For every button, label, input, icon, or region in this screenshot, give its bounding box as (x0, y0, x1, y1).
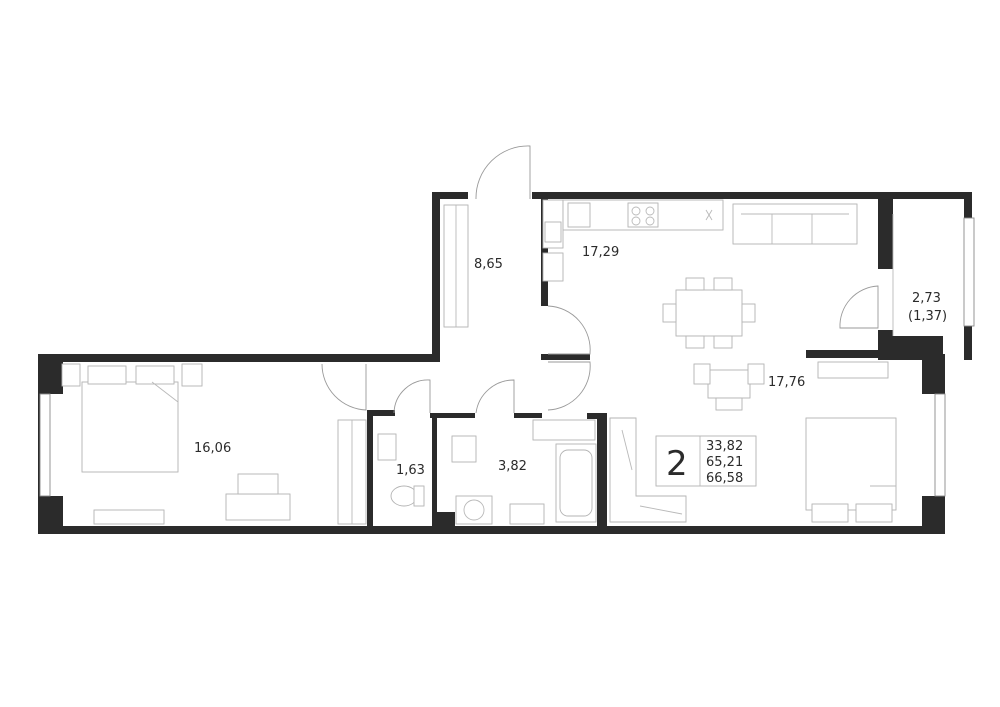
bath-cabinet (509, 503, 545, 525)
bathroom-area: 3,82 (498, 459, 527, 474)
bedroom-bed (81, 381, 179, 473)
balcony-reduced-area: (1,37) (908, 309, 947, 324)
room-count: 2 (666, 444, 688, 484)
kitchen-door (547, 305, 591, 355)
total-area-with-balcony: 66,58 (706, 471, 743, 486)
furniture (61, 199, 897, 525)
entrance-door (475, 145, 531, 200)
washing-machine (455, 495, 493, 525)
bedroom-area: 16,06 (194, 441, 231, 456)
toilet (390, 485, 418, 507)
window-bedroom (39, 393, 51, 497)
bath-shelves (532, 419, 596, 441)
window-living (934, 393, 946, 497)
bedroom-door (321, 363, 367, 411)
wc-area: 1,63 (396, 463, 425, 478)
living-area-total: 33,82 (706, 439, 743, 454)
window-balcony (963, 217, 975, 327)
total-area: 65,21 (706, 455, 743, 470)
wc-door (393, 379, 431, 414)
living-area: 17,76 (768, 375, 805, 390)
doors (321, 145, 879, 414)
living-door (547, 361, 591, 411)
living-tv-stand (817, 361, 889, 379)
dining-table (675, 289, 743, 337)
info-box (655, 435, 757, 487)
washbasin (451, 435, 477, 463)
hall-area: 8,65 (474, 257, 503, 272)
kitchen-sofa (732, 203, 858, 245)
sink (567, 202, 591, 228)
bath-door (475, 379, 515, 414)
balcony-door (839, 285, 879, 329)
living-table (707, 369, 751, 399)
balcony-area: 2,73 (912, 291, 941, 306)
wc-sink (377, 433, 397, 461)
bedroom-tv-stand (93, 509, 165, 525)
windows (39, 217, 975, 497)
living-bed (805, 417, 897, 511)
stove (627, 202, 659, 228)
kitchen-area: 17,29 (582, 245, 619, 260)
living-corner-sofa (609, 417, 687, 523)
bedroom-desk (225, 493, 291, 521)
